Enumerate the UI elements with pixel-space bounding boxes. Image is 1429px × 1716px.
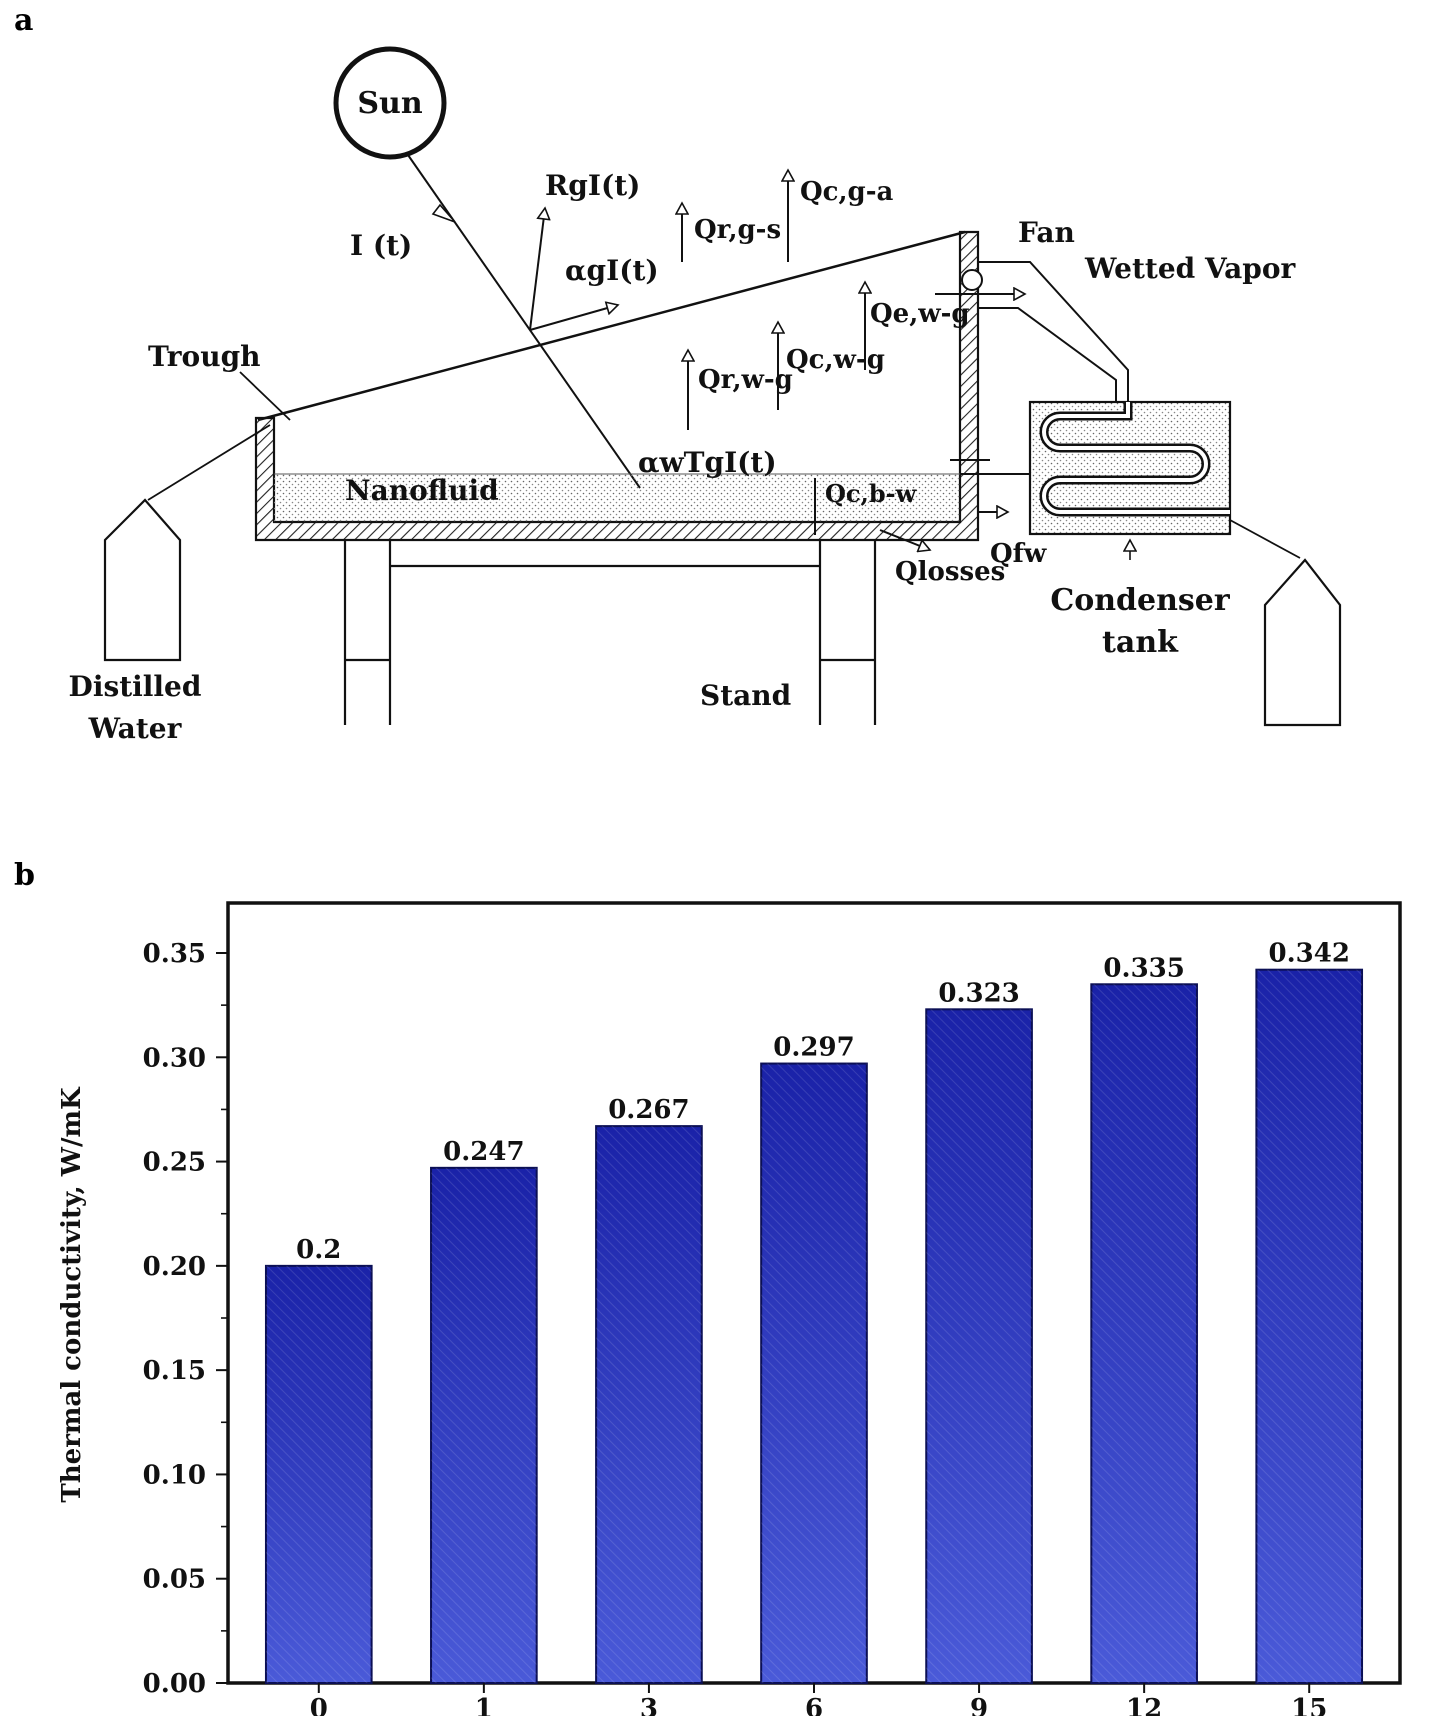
- sun-icon: [333, 46, 447, 160]
- fan-label: Fan: [1018, 216, 1075, 249]
- x-tick-label: 12: [1126, 1694, 1162, 1716]
- y-axis-title: Thermal conductivity, W/mK: [57, 1086, 87, 1503]
- bar-value-label: 0.342: [1269, 939, 1350, 969]
- y-tick-label: 0.10: [143, 1460, 206, 1490]
- fan-icon: [961, 269, 983, 291]
- distillate-pipe: [147, 424, 271, 501]
- reflected-arrow: [529, 208, 545, 331]
- x-tick-label: 1: [475, 1694, 493, 1716]
- thermal-conductivity-chart: b 0.2 0.247 0.267 0.297 0.323 0.335 0.342 0.00…: [14, 858, 1402, 1716]
- y-tick-label: 0.00: [143, 1669, 206, 1699]
- bar-texture-0: [265, 1265, 372, 1683]
- bar-texture-1: [431, 1167, 537, 1683]
- y-tick-label: 0.15: [143, 1356, 206, 1386]
- trough-leader: [239, 371, 291, 421]
- basin-walls: [254, 230, 980, 542]
- y-tick-label: 0.05: [143, 1565, 206, 1595]
- q-fw-label: Qfw: [990, 539, 1047, 569]
- distilled-label-2: Water: [88, 712, 183, 745]
- y-tick-label: 0.30: [143, 1043, 206, 1073]
- x-tick-label: 9: [970, 1694, 988, 1716]
- wetted-vapor-label: Wetted Vapor: [1084, 252, 1297, 285]
- trough-label: Trough: [148, 340, 261, 373]
- distilled-label-1: Distilled: [69, 670, 202, 703]
- nanofluid-label: Nanofluid: [345, 474, 499, 507]
- y-axis-ticks: 0.00 0.05 0.10 0.15 0.20 0.25 0.30 0.35: [143, 939, 228, 1699]
- stand: [343, 540, 877, 725]
- product-pipe: [1229, 519, 1301, 559]
- nanofluid-layer: [274, 474, 960, 522]
- x-tick-label: 0: [310, 1694, 328, 1716]
- irradiance-label: I (t): [350, 229, 412, 262]
- y-tick-label: 0.25: [143, 1148, 206, 1178]
- vapor-pipe-outer: [978, 261, 1129, 402]
- absorbed-glass-label: αgI(t): [565, 254, 659, 287]
- reflected-label: RgI(t): [545, 169, 640, 202]
- bar-texture-3: [596, 1126, 702, 1683]
- vapor-pipe-inner: [978, 307, 1117, 402]
- q-c-w-g-label: Qc,w-g: [786, 345, 885, 375]
- absorbed-glass-arrow: [529, 305, 618, 331]
- bar-value-label: 0.335: [1103, 953, 1184, 983]
- bars-group: 0.2 0.247 0.267 0.297 0.323 0.335 0.342: [264, 939, 1364, 1685]
- x-tick-label: 6: [805, 1694, 823, 1716]
- absorbed-water-label: αwTgI(t): [638, 446, 777, 479]
- glass-cover: [257, 230, 966, 422]
- solar-still-diagram: a Sun I (t) RgI(t) αgI(t) Qr,g-s Qc,g-a …: [14, 3, 1342, 745]
- condenser-label-2: tank: [1102, 625, 1179, 660]
- x-tick-label: 15: [1291, 1694, 1327, 1716]
- bar-value-label: 0.297: [773, 1033, 854, 1063]
- bar-value-label: 0.2: [296, 1235, 341, 1265]
- q-losses-arrow: [879, 529, 930, 550]
- bar-value-label: 0.323: [938, 978, 1019, 1008]
- stand-label: Stand: [700, 679, 791, 712]
- bar-texture-9: [926, 1009, 1032, 1683]
- condenser-label-1: Condenser: [1050, 583, 1231, 618]
- panel-label-a: a: [14, 3, 33, 38]
- q-c-g-a-label: Qc,g-a: [800, 177, 894, 207]
- bar-value-label: 0.247: [443, 1137, 524, 1167]
- distilled-water-bottle: [103, 498, 182, 662]
- q-e-w-g-label: Qe,w-g: [870, 299, 970, 329]
- bar-value-label: 0.267: [608, 1095, 689, 1125]
- solar-ray: [407, 154, 641, 489]
- product-water-bottle: [1263, 558, 1342, 727]
- ray-arrow-icon: [431, 203, 456, 223]
- x-tick-label: 3: [640, 1694, 658, 1716]
- q-r-g-s-label: Qr,g-s: [694, 215, 781, 245]
- q-c-b-w-label: Qc,b-w: [825, 479, 918, 508]
- bar-texture-15: [1256, 969, 1363, 1683]
- sun-label: Sun: [357, 86, 422, 121]
- x-axis-ticks: 0 1 3 6 9 12 15: [310, 1683, 1327, 1716]
- panel-label-b: b: [14, 858, 35, 893]
- bar-texture-12: [1091, 984, 1197, 1683]
- y-tick-label: 0.20: [143, 1252, 206, 1282]
- q-losses-label: Qlosses: [895, 557, 1005, 587]
- y-tick-label: 0.35: [143, 939, 206, 969]
- condenser-coil-inner: [1042, 402, 1230, 514]
- bar-texture-6: [761, 1063, 867, 1683]
